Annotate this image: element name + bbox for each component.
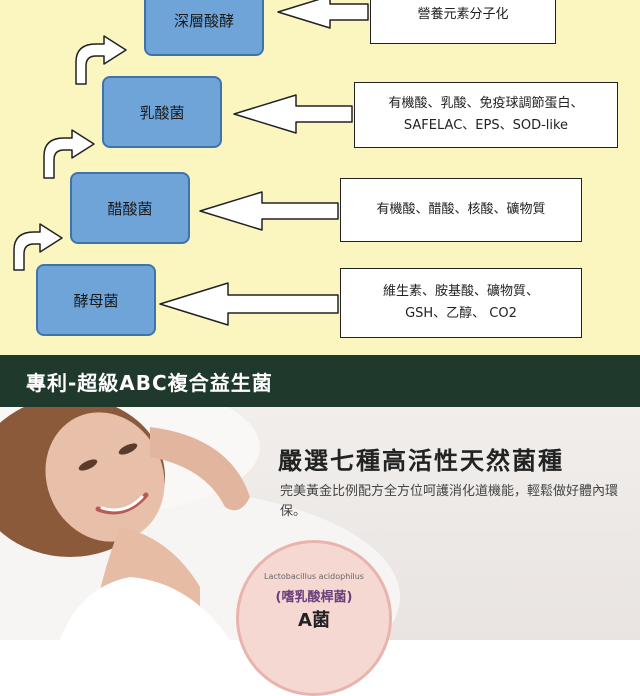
node-label: 深層酸酵	[173, 11, 234, 30]
section-headline: 嚴選七種高活性天然菌種	[278, 447, 564, 475]
note-acetic-products: 有機酸、醋酸、核酸、礦物質	[340, 178, 582, 242]
arrow-left-icon	[159, 282, 339, 326]
node-deep-fermentation: 深層酸酵	[144, 0, 264, 56]
note-line: 有機酸、乳酸、免疫球調節蛋白、	[388, 96, 584, 111]
banner-title: 專利-超級ABC複合益生菌	[26, 370, 273, 395]
curved-arrow-icon	[43, 129, 95, 179]
node-label: 醋酸菌	[107, 199, 153, 218]
note-line: 營養元素分子化	[417, 7, 509, 22]
note-line: GSH、乙醇、 CO2	[405, 306, 517, 321]
section-banner: 專利-超級ABC複合益生菌	[0, 355, 640, 407]
hero-photo	[0, 407, 640, 640]
arrow-left-icon	[199, 191, 339, 231]
note-line: 有機酸、醋酸、核酸、礦物質	[376, 202, 546, 217]
arrow-left-icon	[277, 0, 369, 29]
section-description: 完美黃金比例配方全方位呵護消化道機能，輕鬆做好體內環保。	[280, 484, 619, 519]
node-yeast: 酵母菌	[36, 264, 156, 336]
note-yeast-products: 維生素、胺基酸、礦物質、 GSH、乙醇、 CO2	[340, 268, 582, 338]
node-acetic-acid-bacteria: 醋酸菌	[70, 172, 190, 244]
note-line: SAFELAC、EPS、SOD-like	[403, 118, 569, 133]
woman-photo-illustration	[0, 407, 400, 640]
curved-arrow-icon	[75, 35, 127, 85]
bacteria-chinese-name: (嗜乳酸桿菌)	[275, 590, 353, 605]
flow-arrows	[13, 0, 369, 326]
bacteria-latin-name: Lactobacillus acidophilus	[264, 572, 364, 581]
note-lactic-products: 有機酸、乳酸、免疫球調節蛋白、 SAFELAC、EPS、SOD-like	[354, 82, 618, 148]
node-label: 乳酸菌	[139, 103, 185, 122]
arrow-left-icon	[233, 94, 353, 134]
note-nutrient-molecularization: 營養元素分子化	[370, 0, 556, 44]
curved-arrow-icon	[13, 223, 63, 271]
fermentation-flow-panel: 深層酸酵 乳酸菌 醋酸菌 酵母菌 營養元素分子化 有機酸、乳酸、免疫球調節蛋白、…	[0, 0, 640, 355]
note-line: 維生素、胺基酸、礦物質、	[382, 284, 539, 299]
node-label: 酵母菌	[73, 291, 119, 310]
node-lactic-acid-bacteria: 乳酸菌	[102, 76, 222, 148]
bacteria-label: A菌	[298, 610, 330, 631]
